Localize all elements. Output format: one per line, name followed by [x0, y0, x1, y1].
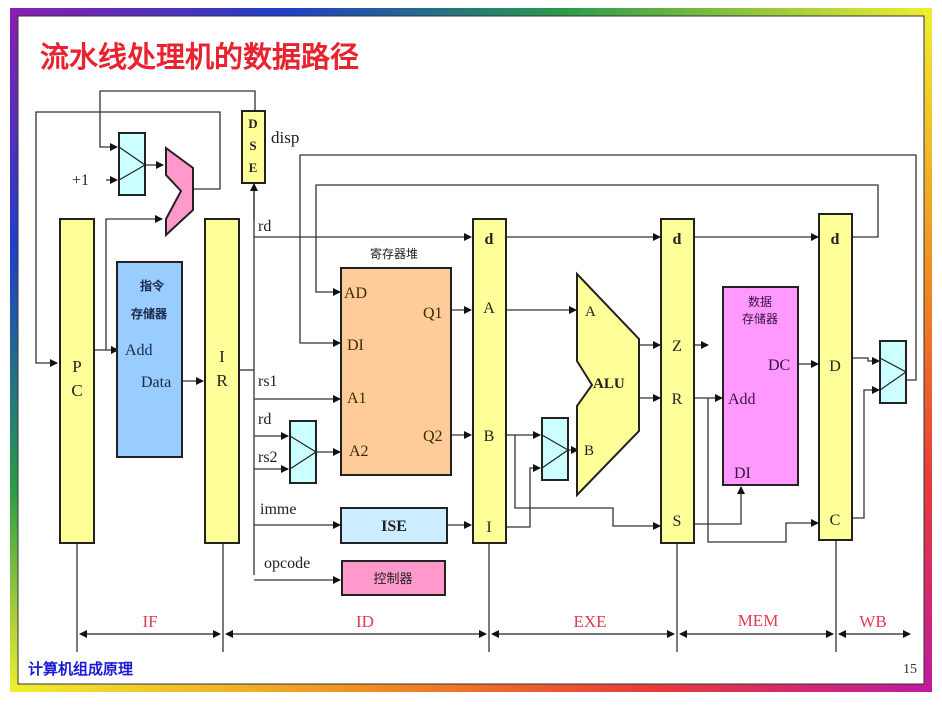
wire-pc-to-adder — [105, 215, 163, 350]
svg-text:Add: Add — [728, 391, 756, 408]
id-exe-latch: d A B I — [472, 218, 507, 544]
stage-label-wb: WB — [859, 612, 886, 631]
svg-text:DI: DI — [347, 337, 364, 354]
alu: A ALU B — [576, 271, 640, 498]
plus-one-label: +1 — [72, 172, 89, 189]
footer-course-title: 计算机组成原理 — [28, 660, 133, 678]
signal-rs1: rs1 — [258, 373, 278, 390]
wire-b-to-s — [514, 435, 661, 530]
svg-text:C: C — [71, 381, 82, 400]
page-number: 15 — [903, 662, 917, 677]
svg-text:Add: Add — [125, 342, 153, 359]
wire-s-to-di — [694, 486, 745, 525]
svg-text:Data: Data — [141, 374, 171, 391]
svg-text:S: S — [673, 513, 682, 530]
pc-mux — [118, 132, 147, 196]
svg-text:D: D — [248, 116, 257, 131]
svg-text:S: S — [249, 138, 256, 153]
wire-c-to-wbmux — [853, 386, 880, 519]
svg-text:C: C — [830, 512, 841, 529]
svg-text:P: P — [72, 357, 81, 376]
svg-text:DC: DC — [768, 357, 790, 374]
a2-mux — [289, 420, 318, 484]
wire-wb-dest — [315, 184, 879, 296]
signal-opcode: opcode — [264, 555, 310, 572]
stage-label-exe: EXE — [573, 612, 606, 631]
svg-text:R: R — [216, 371, 228, 390]
instruction-memory: 指令 存储器 Add Data — [116, 261, 183, 458]
data-memory: 数据 存储器 DC Add DI — [722, 286, 799, 486]
signal-rd-top: rd — [258, 218, 271, 235]
signal-imme: imme — [260, 501, 296, 518]
wire-adder-to-pc — [35, 111, 221, 367]
svg-text:A1: A1 — [347, 390, 367, 407]
svg-text:Z: Z — [672, 338, 682, 355]
svg-text:指令: 指令 — [140, 278, 165, 293]
disp-label: disp — [271, 128, 299, 147]
controller: 控制器 — [341, 560, 446, 596]
signal-rd: rd — [258, 411, 271, 428]
stage-label-if: IF — [142, 612, 157, 631]
wb-mux — [879, 340, 908, 404]
stage-label-mem: MEM — [738, 611, 779, 630]
svg-text:d: d — [673, 231, 682, 248]
register-file: AD DI A1 A2 Q1 Q2 — [340, 267, 452, 476]
ise-unit: ISE — [340, 507, 448, 544]
pc-adder — [165, 146, 194, 238]
svg-text:数据: 数据 — [748, 294, 772, 309]
slide-title: 流水线处理机的数据路径 — [40, 40, 359, 74]
dse-unit: D S E — [241, 110, 266, 184]
alu-b-mux — [541, 417, 570, 481]
svg-text:Q2: Q2 — [423, 428, 443, 445]
mem-wb-latch: d D C — [818, 213, 853, 541]
svg-text:控制器: 控制器 — [373, 572, 412, 587]
svg-text:A: A — [585, 304, 596, 320]
svg-text:A: A — [483, 300, 495, 317]
svg-text:存储器: 存储器 — [742, 311, 778, 326]
wire-wb-data — [299, 154, 917, 381]
register-file-title: 寄存器堆 — [370, 246, 418, 261]
wire-r-to-c — [707, 398, 819, 543]
svg-text:I: I — [486, 519, 491, 536]
wire-d-to-wbmux — [853, 357, 880, 365]
svg-text:d: d — [831, 231, 840, 248]
exe-mem-latch: d Z R S — [660, 218, 695, 544]
svg-text:ISE: ISE — [381, 518, 407, 535]
svg-text:R: R — [672, 391, 683, 408]
wire-dse-to-mux — [99, 90, 256, 151]
svg-text:B: B — [484, 428, 495, 445]
pc-register: P C — [59, 218, 95, 544]
svg-text:D: D — [829, 358, 841, 375]
svg-text:I: I — [219, 347, 225, 366]
svg-text:A2: A2 — [349, 443, 369, 460]
ir-register: I R — [204, 218, 240, 544]
svg-text:B: B — [584, 443, 594, 459]
stage-label-id: ID — [356, 612, 374, 631]
signal-rs2: rs2 — [258, 449, 278, 466]
svg-text:d: d — [485, 231, 494, 248]
svg-text:E: E — [249, 160, 258, 175]
svg-text:AD: AD — [344, 285, 367, 302]
svg-text:DI: DI — [734, 465, 751, 482]
svg-text:Q1: Q1 — [423, 305, 443, 322]
svg-text:ALU: ALU — [593, 376, 625, 392]
svg-text:存储器: 存储器 — [130, 306, 168, 321]
wire-i-to-mux — [506, 464, 541, 528]
